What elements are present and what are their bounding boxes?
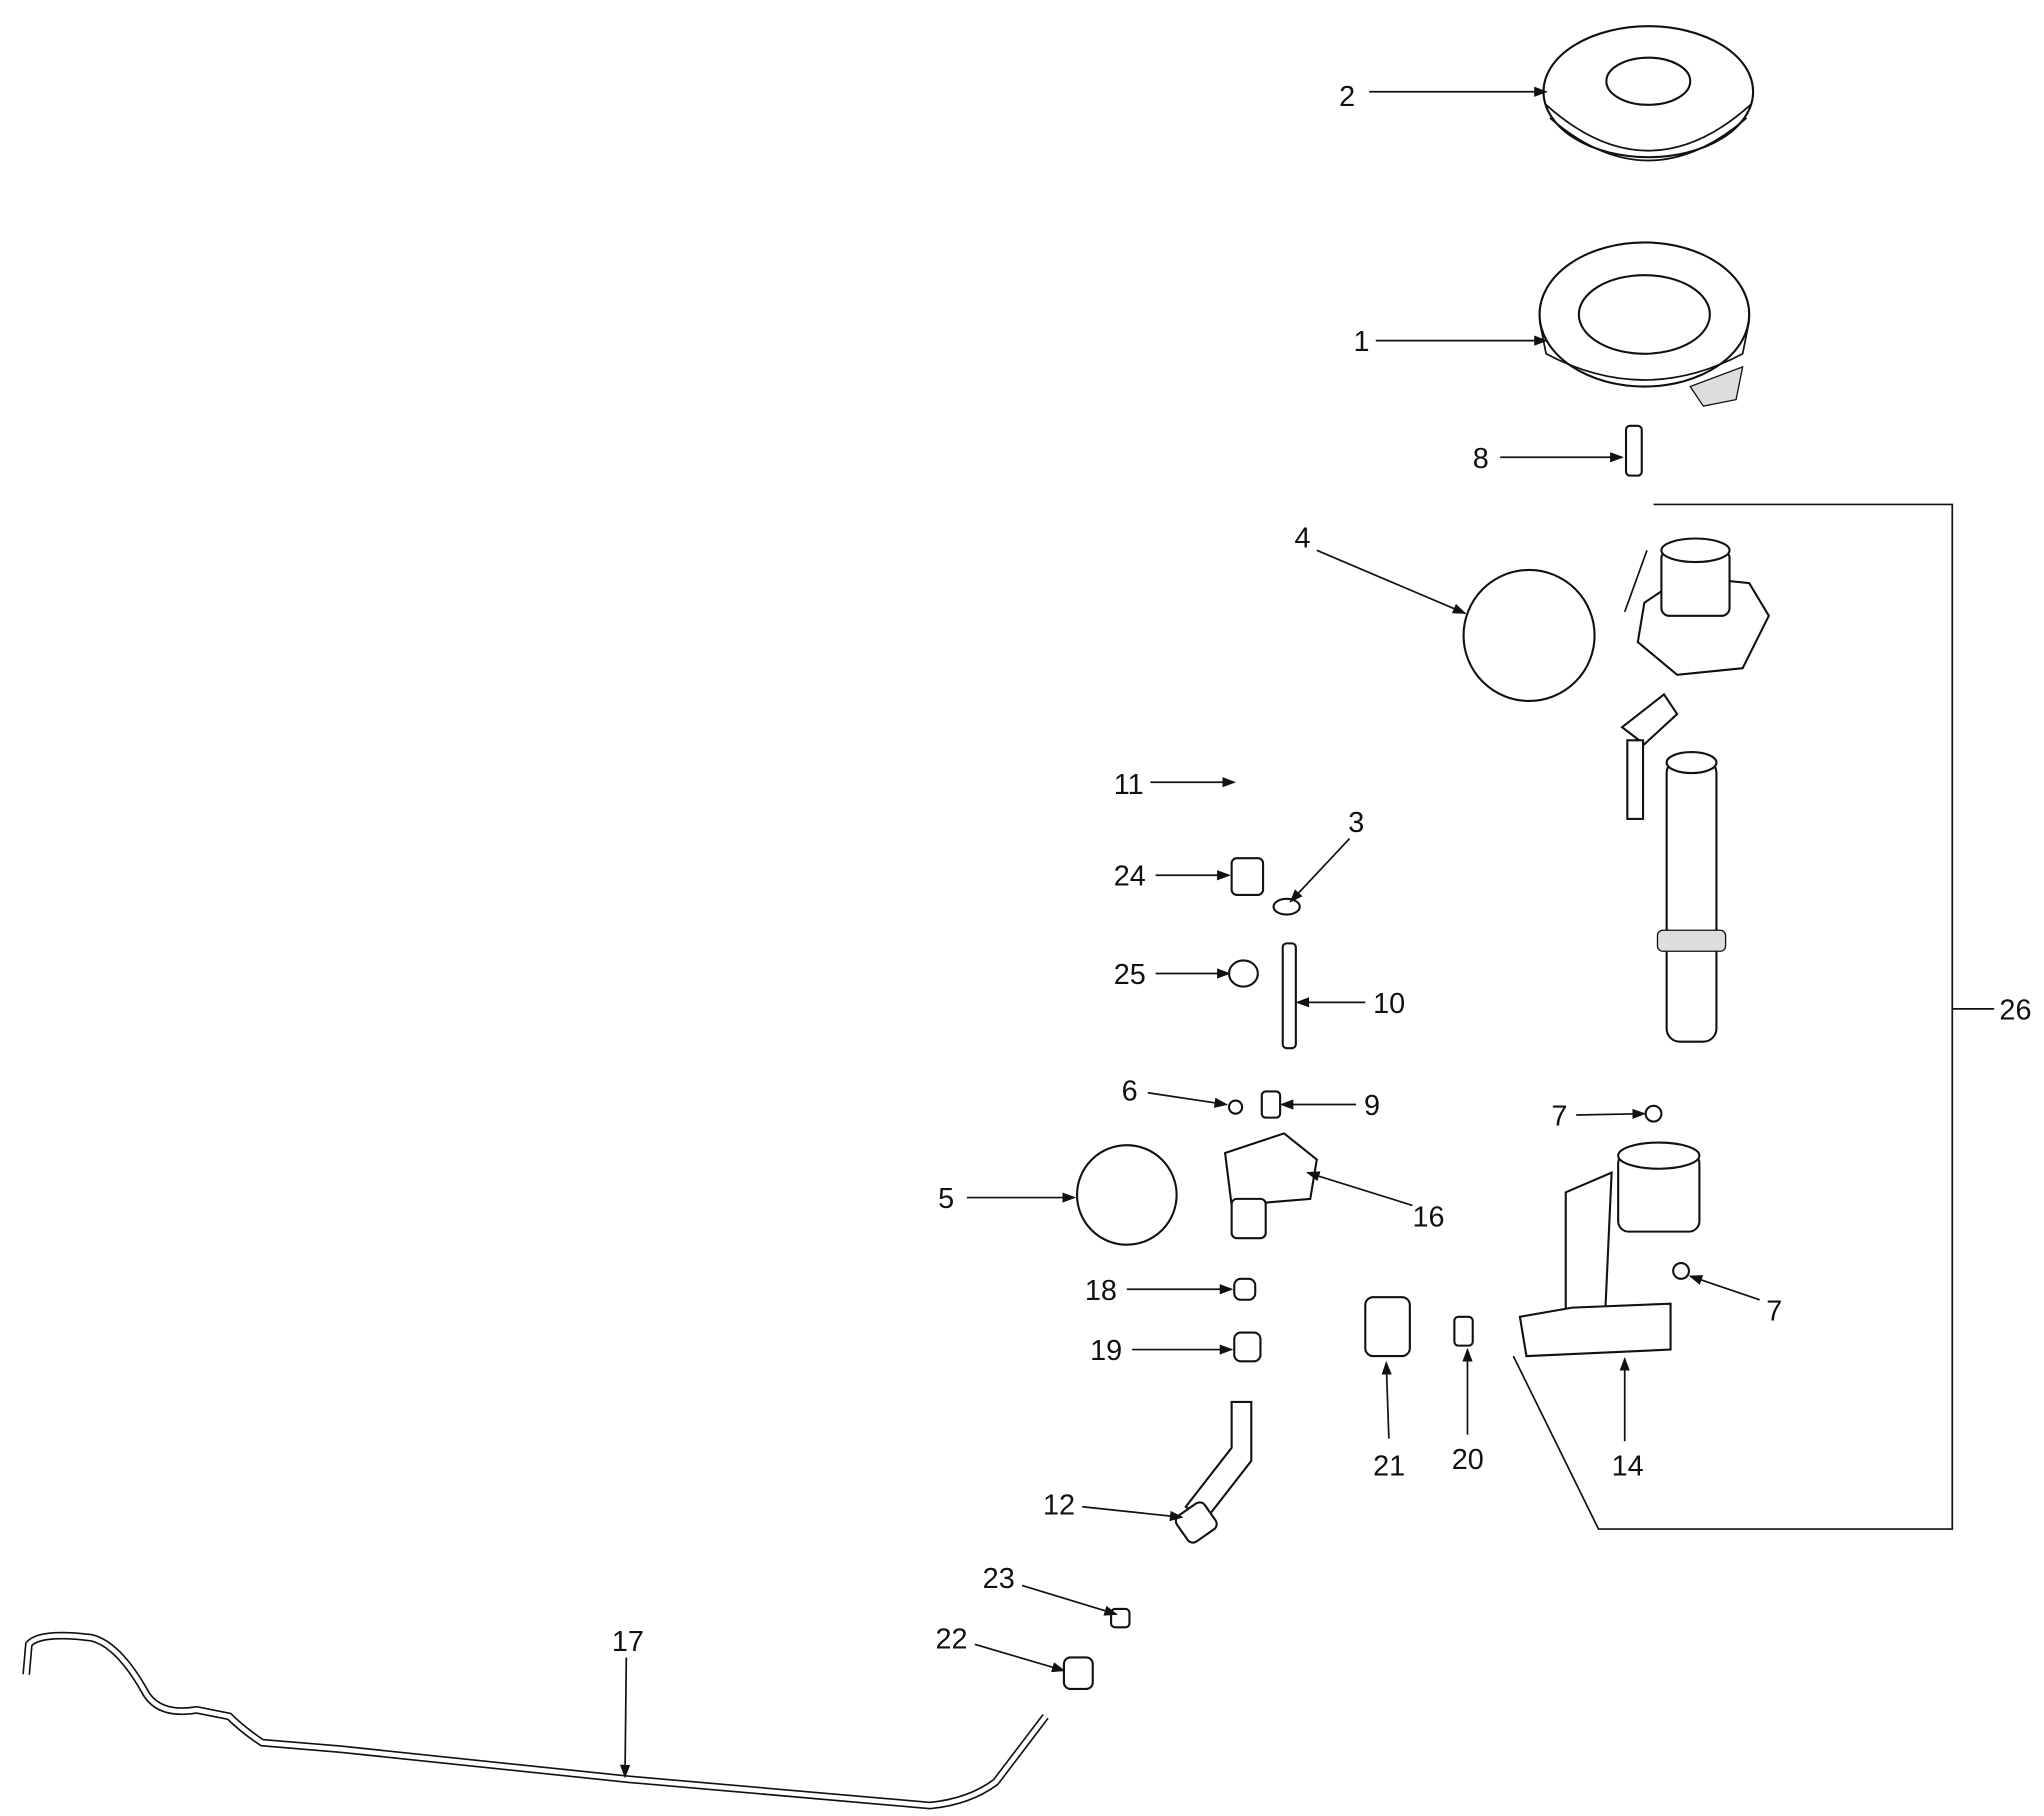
callout-21: 21 (1373, 1450, 1405, 1482)
callout-14: 14 (1612, 1450, 1644, 1482)
callout-20: 20 (1452, 1444, 1484, 1476)
part-16-bracket (1223, 1132, 1318, 1240)
part-26-mount-flange (1636, 537, 1771, 676)
callout-5: 5 (938, 1183, 954, 1215)
callout-11: 11 (1114, 769, 1144, 801)
callout-24: 24 (1114, 861, 1146, 893)
callout-7-bottom: 7 (1766, 1296, 1782, 1328)
callout-12: 12 (1043, 1490, 1075, 1522)
callout-3: 3 (1348, 807, 1364, 839)
callout-23: 23 (983, 1563, 1015, 1595)
callout-7-top: 7 (1551, 1101, 1567, 1133)
part-12-fitting (1174, 1400, 1253, 1544)
callout-18: 18 (1085, 1275, 1117, 1307)
part-3-clip (1272, 897, 1301, 916)
callout-22: 22 (936, 1623, 968, 1655)
part-14-valve-bracket (1518, 1141, 1701, 1358)
part-19-sleeve (1233, 1331, 1262, 1363)
part-26-venturi-tube (1656, 751, 1727, 1043)
part-18-cap (1233, 1277, 1257, 1301)
part-22-nut (1062, 1656, 1094, 1690)
part-6-ball (1227, 1099, 1244, 1115)
leader-lines (620, 86, 1760, 1779)
callout-26: 26 (1999, 994, 2031, 1026)
callout-17: 17 (612, 1626, 644, 1658)
part-4-disc (1462, 568, 1596, 703)
part-8-fitting (1624, 424, 1643, 477)
callout-10: 10 (1373, 988, 1405, 1020)
part-10-electrode (1281, 942, 1297, 1050)
part-11-knob (1620, 692, 1679, 820)
part-7-screw-bottom (1672, 1262, 1690, 1280)
assembly-26-bracket (1512, 503, 1995, 1530)
part-23-nut (1110, 1607, 1131, 1629)
callout-8: 8 (1473, 443, 1489, 475)
part-20-insert (1453, 1315, 1474, 1347)
part-21-nut (1364, 1296, 1411, 1358)
part-5-disc (1075, 1144, 1178, 1246)
callout-4: 4 (1295, 523, 1311, 555)
part-7-screw-top (1644, 1104, 1663, 1123)
part-1-burner-base (1538, 241, 1751, 407)
part-2-burner-cap (1542, 25, 1755, 162)
part-25-cap (1227, 959, 1259, 988)
callout-2: 2 (1339, 81, 1355, 113)
part-9-spacer (1260, 1090, 1282, 1119)
callout-6: 6 (1122, 1076, 1138, 1108)
callout-1: 1 (1353, 326, 1369, 358)
callout-16: 16 (1412, 1201, 1444, 1233)
part-24-nut (1230, 857, 1265, 896)
part-17-gas-tube (22, 1631, 1049, 1810)
callout-25: 25 (1114, 959, 1146, 991)
callout-19: 19 (1090, 1335, 1122, 1367)
callout-9: 9 (1364, 1090, 1380, 1122)
